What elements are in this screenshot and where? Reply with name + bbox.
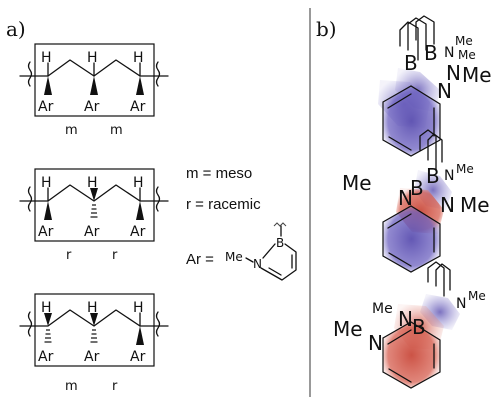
wavy-end-right xyxy=(155,311,161,337)
atom-ar: Ar xyxy=(130,349,146,365)
hashed-bond xyxy=(44,329,98,343)
ring-bond xyxy=(260,243,297,281)
atom-ar: Ar xyxy=(84,349,100,365)
repeat-unit-box xyxy=(34,168,155,242)
ring-inner-bonds xyxy=(387,93,435,151)
tacticity-label: m xyxy=(110,123,123,138)
atom-ar: Ar xyxy=(130,224,146,240)
hashed-bond xyxy=(90,204,98,218)
backbone xyxy=(427,133,443,163)
atom-b: B xyxy=(412,315,426,339)
tacticity-label: m xyxy=(65,123,78,138)
ring-bond xyxy=(262,243,276,259)
atom-h: H xyxy=(41,300,52,316)
atom-me: Me xyxy=(462,63,492,87)
chain-syndiotactic-rr: H H H Ar Ar Ar r r xyxy=(19,168,169,263)
backbone xyxy=(427,261,445,297)
atom-ar: Ar xyxy=(38,224,54,240)
stacked-oligomer-mixed: Me N B B N Me N Me xyxy=(342,129,490,273)
atom-me: Me xyxy=(456,162,474,176)
wedge-bond xyxy=(136,326,144,345)
atom-n: N xyxy=(253,257,262,271)
backbone xyxy=(415,15,435,45)
atom-b: B xyxy=(426,164,440,188)
legend-ar-prefix: Ar = xyxy=(186,251,214,268)
tacticity-label: r xyxy=(112,248,118,263)
backbone xyxy=(419,129,437,171)
wedge-bond xyxy=(44,313,52,326)
atom-h: H xyxy=(41,175,52,191)
atom-n: N xyxy=(437,79,452,103)
atom-h: H xyxy=(133,300,144,316)
azaborine-ring xyxy=(382,85,441,157)
atom-n: N xyxy=(368,331,383,355)
atom-b: B xyxy=(424,41,438,65)
atom-h: H xyxy=(133,50,144,66)
ring-inner-bonds xyxy=(387,329,435,383)
wedge-bond xyxy=(136,201,144,220)
atom-me: Me xyxy=(342,171,372,195)
atom-n: N xyxy=(440,193,455,217)
stacked-oligomer-mostly-red: Me Me N N B N Me xyxy=(333,261,486,389)
wedge-bond xyxy=(136,76,144,95)
wavy-end-left xyxy=(27,311,33,337)
atom-ar: Ar xyxy=(38,99,54,115)
atom-n: N xyxy=(456,296,466,312)
ring-inner-bonds xyxy=(387,213,435,267)
legend: m = meso r = racemic Ar = Me N B xyxy=(186,165,297,281)
atom-h: H xyxy=(133,175,144,191)
atom-b: B xyxy=(410,176,424,200)
panel-b-label: b) xyxy=(316,17,337,41)
atom-me: Me xyxy=(372,301,393,317)
repeat-unit-box xyxy=(34,43,155,117)
wedge-bond xyxy=(90,188,98,201)
atom-ar: Ar xyxy=(38,349,54,365)
repeat-unit-box xyxy=(34,293,155,367)
tacticity-label: r xyxy=(66,248,72,263)
tacticity-label: r xyxy=(112,379,118,394)
atom-n: N xyxy=(444,45,454,61)
chain-heterotactic-mr: H H H Ar Ar Ar m r xyxy=(19,293,169,394)
wedge-bond xyxy=(90,76,98,95)
legend-racemic: r = racemic xyxy=(186,196,261,213)
wedge-bond xyxy=(44,76,52,95)
atom-me: Me xyxy=(455,34,473,48)
atom-me: Me xyxy=(468,289,486,303)
backbone xyxy=(399,21,419,61)
atom-b: B xyxy=(276,236,284,250)
backbone xyxy=(407,17,427,51)
stacked-oligomer-all-blue: B B N Me Me N Me N xyxy=(378,15,492,157)
atom-ar: Ar xyxy=(84,224,100,240)
panel-a-label: a) xyxy=(6,17,26,41)
chain-isotactic-mm: H H H Ar Ar Ar m m xyxy=(19,43,169,138)
legend-meso: m = meso xyxy=(186,165,252,182)
atom-me: Me xyxy=(225,250,243,264)
atom-h: H xyxy=(87,300,98,316)
atom-h: H xyxy=(41,50,52,66)
atom-n: N xyxy=(398,186,413,210)
atom-n: N xyxy=(398,307,413,331)
attachment-point xyxy=(273,222,287,227)
wavy-end-left xyxy=(27,61,33,87)
tacticity-label: m xyxy=(65,379,78,394)
wavy-end-left xyxy=(27,186,33,212)
atom-h: H xyxy=(87,50,98,66)
wavy-end-right xyxy=(155,61,161,87)
wedge-bond xyxy=(90,313,98,326)
atom-me: Me xyxy=(333,317,363,341)
atom-b: B xyxy=(404,51,418,75)
atom-me: Me xyxy=(458,48,476,62)
atom-ar: Ar xyxy=(130,99,146,115)
atom-n: N xyxy=(444,168,454,184)
wavy-end-right xyxy=(155,186,161,212)
atom-ar: Ar xyxy=(84,99,100,115)
atom-h: H xyxy=(87,175,98,191)
backbone xyxy=(435,263,451,291)
wedge-bond xyxy=(44,201,52,220)
atom-n: N xyxy=(446,61,461,85)
atom-me: Me xyxy=(460,193,490,217)
